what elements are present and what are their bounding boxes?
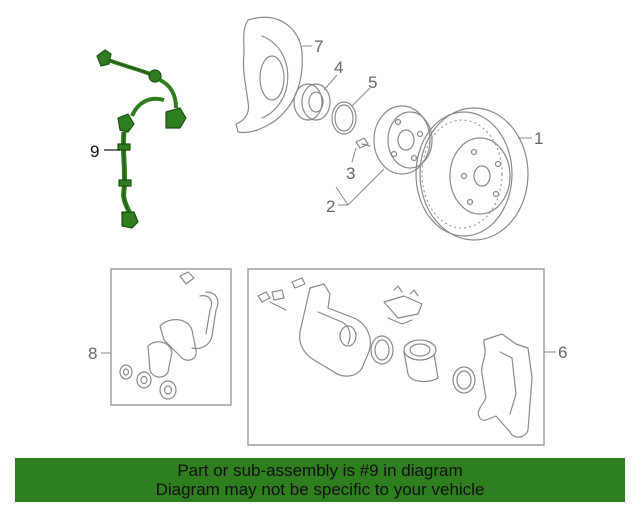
callout-3[interactable]: 3 (346, 164, 355, 183)
leader-5 (351, 87, 371, 107)
banner-line-disclaimer: Diagram may not be specific to your vehi… (155, 480, 485, 499)
callout-8[interactable]: 8 (88, 344, 97, 363)
callout-1[interactable]: 1 (534, 129, 543, 148)
leader-3 (351, 147, 357, 163)
snap-ring-part-5[interactable] (331, 101, 357, 135)
callout-2[interactable]: 2 (326, 197, 335, 216)
dust-shield-part-7[interactable] (235, 16, 303, 134)
callout-7[interactable]: 7 (314, 37, 323, 56)
caliper-kit-box-6[interactable] (247, 268, 545, 446)
callout-6[interactable]: 6 (558, 343, 567, 362)
banner-background (15, 458, 625, 502)
abs-sensor-part-9[interactable] (96, 49, 187, 229)
banner-line-part-number: Part or sub-assembly is #9 in diagram (177, 461, 463, 480)
callout-4[interactable]: 4 (334, 58, 343, 77)
brake-disc-part-1[interactable] (415, 107, 529, 241)
leader-2 (335, 168, 385, 206)
callout-9[interactable]: 9 (90, 142, 99, 161)
hub-bolt-part-3[interactable] (355, 137, 371, 149)
callout-5[interactable]: 5 (368, 73, 377, 92)
bracket-kit-box-8[interactable] (110, 268, 232, 406)
info-banner: Part or sub-assembly is #9 in diagram Di… (15, 458, 625, 502)
leader-4 (323, 74, 338, 91)
wheel-bearing-part-4[interactable] (293, 83, 331, 121)
wheel-hub-part-2[interactable] (373, 105, 433, 175)
